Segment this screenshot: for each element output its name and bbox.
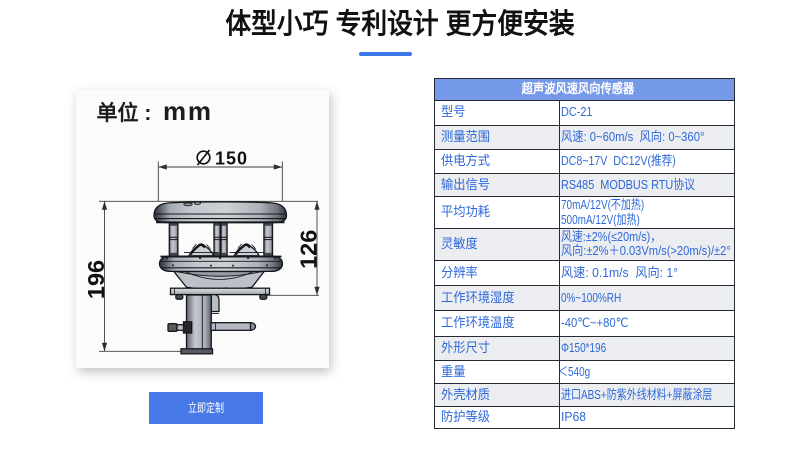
svg-text:150: 150 bbox=[215, 149, 248, 169]
svg-text:126: 126 bbox=[295, 230, 321, 269]
svg-text:196: 196 bbox=[83, 260, 109, 299]
